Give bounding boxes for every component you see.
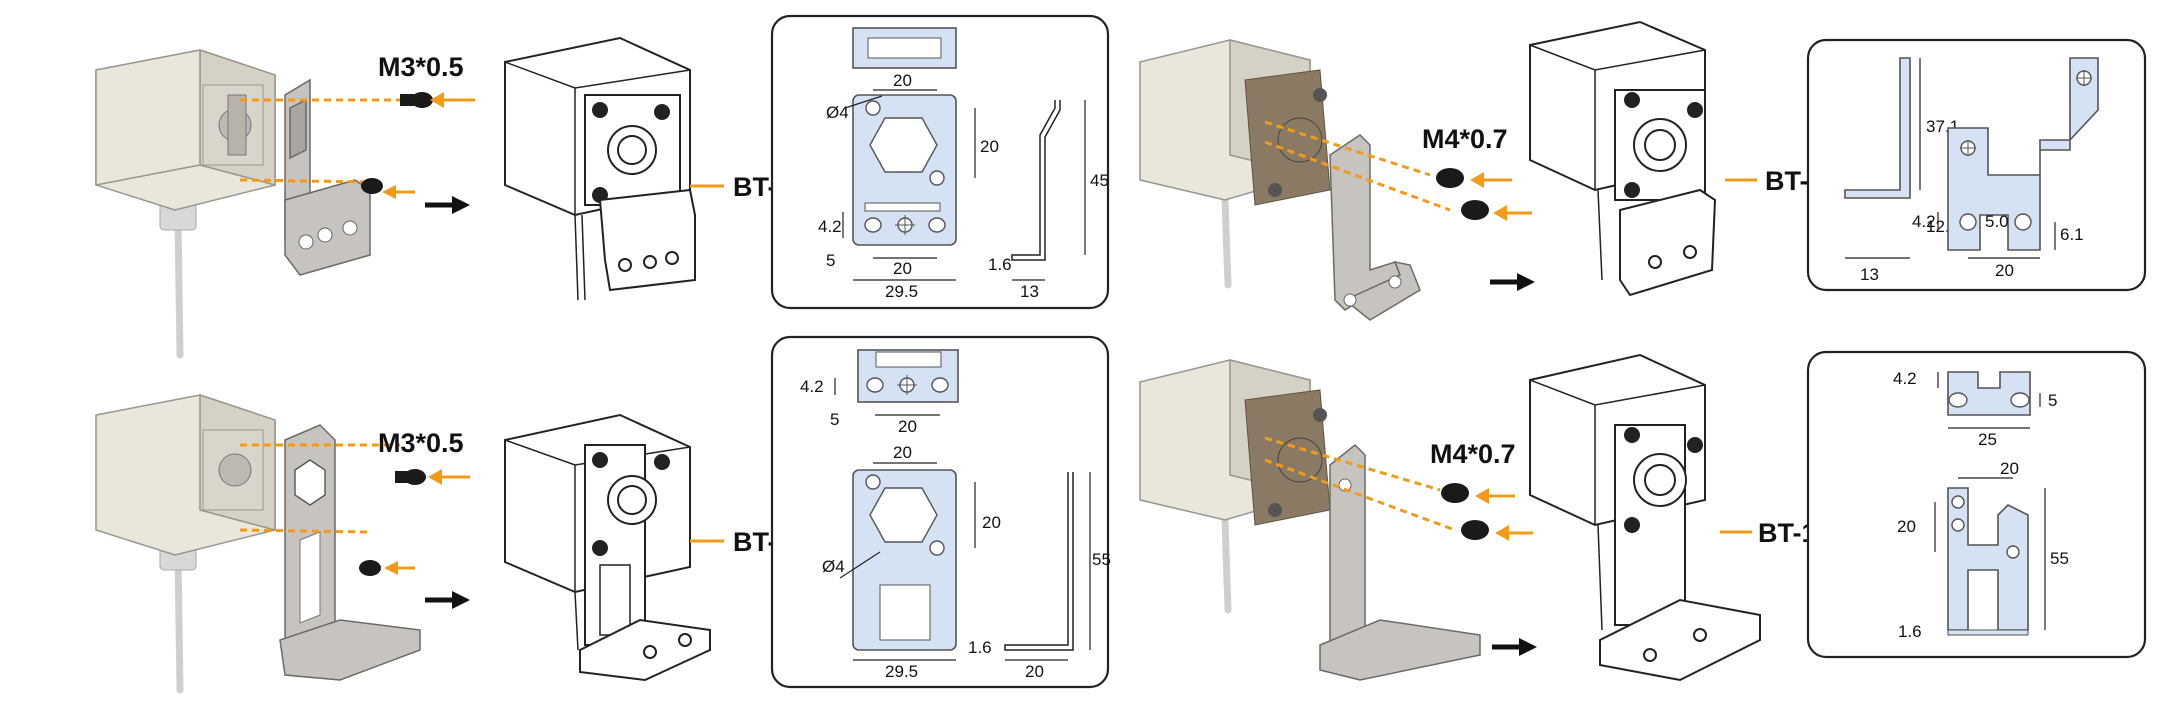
dim-bt1-offset: 6.1	[2060, 225, 2084, 244]
dim-bt10-top-w: 20	[893, 71, 912, 90]
dim-bt10-depth: 13	[1020, 282, 1039, 301]
dim-bt17-thick: 1.6	[1898, 622, 1922, 641]
dim-bt10-h1: 20	[980, 137, 999, 156]
dim-bt11-slot-w: 20	[898, 417, 917, 436]
assembled-sensor-bt11	[504, 413, 711, 682]
sensor-photo-bt1	[1139, 39, 1532, 321]
screw-label-bt10: M3*0.5	[378, 52, 464, 82]
sensor-photo-bt10	[95, 48, 475, 359]
dim-bt1-spacing: 5.0	[1985, 212, 2009, 231]
dim-bt17-top-w: 20	[2000, 459, 2019, 478]
drawing-bt17: 4.2 5 25 20 20 55 1.6	[1893, 369, 2069, 641]
panel-bt10: M3*0.5 BT-10	[95, 14, 1110, 359]
arrow-right-icon	[425, 591, 470, 609]
dim-bt10-height: 45	[1090, 171, 1109, 190]
dim-bt11-slot-off: 5	[830, 410, 839, 429]
panel-bt1: M4*0.7 BT-1 37.1 12.9 13	[1139, 20, 2147, 321]
dim-bt1-slot-h: 4.2	[1912, 212, 1936, 231]
dim-bt10-slot-w: 20	[893, 259, 912, 278]
screw-label-bt11: M3*0.5	[378, 428, 464, 458]
dim-bt10-hole: Ø4	[826, 103, 849, 122]
screw-label-bt1: M4*0.7	[1422, 124, 1508, 154]
arrow-right-icon	[425, 196, 470, 214]
dimension-box-bt17	[1806, 350, 2147, 659]
dim-bt17-slot-off: 5	[2048, 391, 2057, 410]
dim-bt17-h1: 20	[1897, 517, 1916, 536]
dim-bt11-thick: 1.6	[968, 638, 992, 657]
dim-bt11-top-w: 20	[893, 443, 912, 462]
arrow-right-icon	[1490, 273, 1535, 291]
assembled-sensor-bt17	[1529, 353, 1761, 682]
dim-bt11-height: 55	[1092, 550, 1111, 569]
assembled-sensor-bt10	[504, 36, 696, 301]
dim-bt11-hole: Ø4	[822, 557, 845, 576]
sensor-photo-bt11	[95, 393, 470, 694]
dim-bt17-height: 55	[2050, 549, 2069, 568]
dim-bt1-depth: 13	[1860, 265, 1879, 284]
dim-bt10-thick: 1.6	[988, 255, 1012, 274]
sensor-photo-bt17	[1139, 359, 1533, 681]
dim-bt17-slot-h: 4.2	[1893, 369, 1917, 388]
assembled-sensor-bt1	[1529, 20, 1717, 297]
dim-bt10-width: 29.5	[885, 282, 918, 301]
dim-bt11-slot-h: 4.2	[800, 377, 824, 396]
dim-bt10-slot-off: 5	[826, 251, 835, 270]
dim-bt11-width: 29.5	[885, 662, 918, 681]
drawing-bt1: 37.1 12.9 13 4.2 5.0 6.1 20	[1844, 57, 2099, 284]
drawing-bt10: 20 Ø4 20 4.2 5 20 29.5 45 1.6 13	[818, 27, 1109, 301]
dim-bt17-width: 25	[1978, 430, 1997, 449]
dim-bt1-width: 20	[1995, 261, 2014, 280]
drawing-bt11: 4.2 5 20 20 20 Ø4 29.5 55 1.6 20	[800, 349, 1111, 681]
dim-bt10-slot-h: 4.2	[818, 217, 842, 236]
panel-bt11: M3*0.5 BT-11	[95, 335, 1111, 694]
arrow-right-icon	[1492, 638, 1537, 656]
screw-label-bt17: M4*0.7	[1430, 439, 1516, 469]
dim-bt11-h1: 20	[982, 513, 1001, 532]
dim-bt11-depth: 20	[1025, 662, 1044, 681]
panel-bt17: M4*0.7 BT-17 4.2 5	[1139, 350, 2147, 682]
